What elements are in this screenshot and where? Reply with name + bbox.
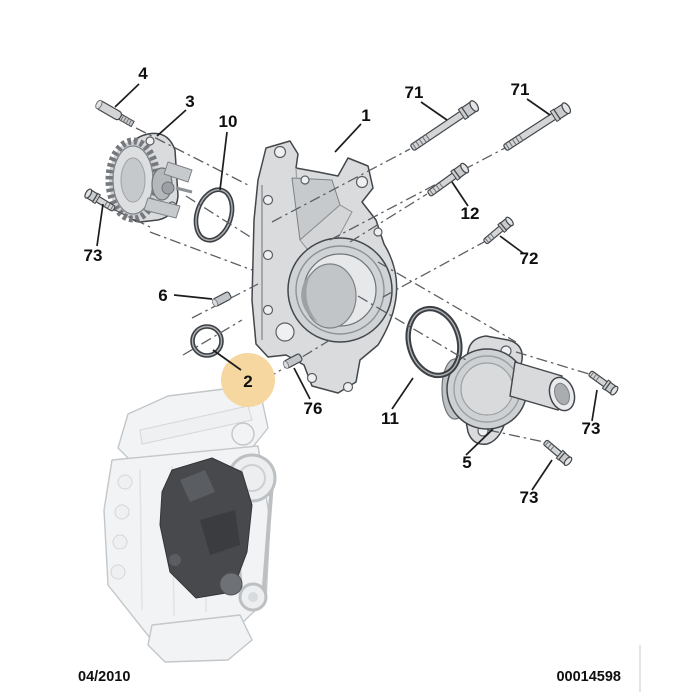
part-number-label: 5 <box>462 453 471 472</box>
oil-filler-cap <box>231 422 255 446</box>
dowel-76-illustration <box>282 353 303 369</box>
selected-part-highlight <box>221 353 275 407</box>
callout-3[interactable]: 3 <box>156 92 195 137</box>
callout-5[interactable]: 5 <box>462 428 494 472</box>
bolt-72-illustration <box>483 216 514 245</box>
o-ring-11-illustration <box>405 305 463 379</box>
leader-line <box>499 235 524 254</box>
outlet-pipe-mouth <box>548 376 576 412</box>
callout-10[interactable]: 10 <box>219 112 238 191</box>
leader-line <box>531 459 553 491</box>
part-number-label: 2 <box>243 372 252 391</box>
leader-line <box>526 98 551 116</box>
bolt-71a-illustration <box>410 100 480 151</box>
diagram-number: 00014598 <box>556 669 621 685</box>
leader-line <box>173 294 213 300</box>
leader-line <box>212 349 242 371</box>
water-pump-illustration <box>105 132 193 223</box>
bolt-73c-illustration <box>543 439 573 467</box>
oil-pan <box>147 614 253 663</box>
leader-line <box>591 389 598 422</box>
callout-71a[interactable]: 71 <box>405 83 448 121</box>
leader-line <box>114 83 140 108</box>
part-number-label: 3 <box>185 92 194 111</box>
diagram-footer: 04/2010 00014598 <box>78 645 641 692</box>
dowel-6-illustration <box>211 291 232 307</box>
leader-line <box>293 367 311 400</box>
callout-2-selected[interactable]: 2 <box>212 349 275 407</box>
highlighted-engine-area <box>159 457 253 599</box>
callout-12[interactable]: 12 <box>451 181 480 223</box>
part-number-label: 71 <box>405 83 424 102</box>
callout-6[interactable]: 6 <box>158 286 213 305</box>
o-ring-10-illustration <box>193 187 235 243</box>
part-number-label: 73 <box>84 246 103 265</box>
callout-4[interactable]: 4 <box>114 64 148 108</box>
callout-71b[interactable]: 71 <box>511 80 551 116</box>
leader-line <box>465 428 494 456</box>
part-number-label: 71 <box>511 80 530 99</box>
callout-1[interactable]: 1 <box>334 106 371 153</box>
part-number-label: 1 <box>361 106 370 125</box>
leader-line <box>334 123 362 153</box>
part-number-label: 76 <box>304 399 323 418</box>
callout-72[interactable]: 72 <box>499 235 539 268</box>
callout-11[interactable]: 11 <box>381 377 414 428</box>
leader-line <box>420 101 448 121</box>
part-number-label: 73 <box>520 488 539 507</box>
callout-73a[interactable]: 73 <box>84 203 104 265</box>
part-number-label: 6 <box>158 286 167 305</box>
leader-line <box>391 377 414 410</box>
bolt-73b-illustration <box>588 370 619 396</box>
timing-housing-illustration <box>251 140 398 394</box>
stud-bolt-illustration <box>95 99 135 128</box>
part-number-label: 73 <box>582 419 601 438</box>
bolt-71b-illustration <box>503 102 572 151</box>
part-number-label: 12 <box>461 204 480 223</box>
leader-line <box>156 109 187 137</box>
part-number-label: 10 <box>219 112 238 131</box>
callout-73b[interactable]: 73 <box>582 389 601 438</box>
callout-76[interactable]: 76 <box>293 367 323 418</box>
water-outlet-housing-illustration <box>441 335 576 445</box>
leader-line <box>219 131 228 191</box>
bolt-73a-illustration <box>84 188 116 212</box>
part-number-label: 72 <box>520 249 539 268</box>
engine-location-inset <box>103 387 277 663</box>
callout-73c[interactable]: 73 <box>520 459 553 507</box>
leader-line <box>451 181 469 207</box>
diagram-date: 04/2010 <box>78 669 130 685</box>
part-number-label: 11 <box>381 409 399 428</box>
bolt-12-illustration <box>427 162 470 197</box>
part-number-label: 4 <box>138 64 148 83</box>
o-ring-2-illustration <box>190 324 224 358</box>
leader-line <box>96 203 104 247</box>
